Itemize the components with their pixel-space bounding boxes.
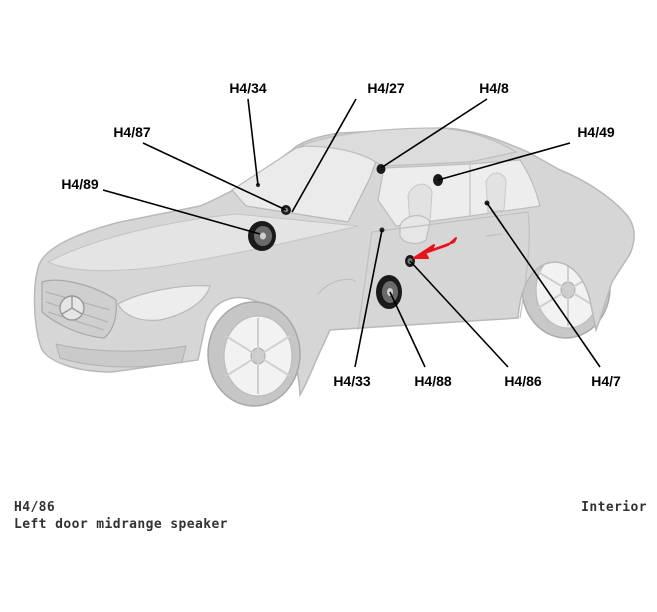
callout-h4-87: H4/87 <box>113 124 151 140</box>
hood <box>46 213 359 271</box>
part-code: H4/86 <box>14 500 56 515</box>
door-lines <box>317 211 530 331</box>
callout-h4-8: H4/8 <box>479 80 509 96</box>
callout-h4-86: H4/86 <box>504 373 542 389</box>
roof <box>299 127 518 167</box>
seats <box>407 172 507 225</box>
leader-h4-8 <box>380 98 488 169</box>
leader-h4-88 <box>389 291 426 368</box>
section-label: Interior <box>581 500 647 515</box>
callout-h4-49: H4/49 <box>577 124 615 140</box>
headlight <box>117 285 211 321</box>
speaker-h4-89-icon <box>248 221 276 251</box>
side-mirror <box>399 215 431 245</box>
callout-h4-34: H4/34 <box>229 80 267 96</box>
speaker-h4-88-icon <box>376 275 402 309</box>
star-emblem-icon <box>59 295 85 321</box>
callout-labels: H4/34 H4/27 H4/8 H4/87 H4/49 H4/89 H4/33… <box>61 80 621 389</box>
leader-lines <box>102 98 601 368</box>
leader-h4-27 <box>291 98 357 213</box>
leader-h4-7 <box>486 202 601 368</box>
speaker-location-diagram: H4/34 H4/27 H4/8 H4/87 H4/49 H4/89 H4/33… <box>33 80 635 407</box>
leader-h4-89 <box>102 189 261 235</box>
part-description: Left door midrange speaker <box>14 517 228 532</box>
leader-h4-33 <box>354 229 383 368</box>
callout-h4-89: H4/89 <box>61 176 99 192</box>
callout-h4-88: H4/88 <box>414 373 452 389</box>
bumper-intake <box>55 343 187 368</box>
leader-h4-87 <box>142 142 287 211</box>
front-wheel <box>207 301 301 407</box>
car-illustration <box>33 127 635 407</box>
leader-h4-86 <box>409 260 509 368</box>
leader-h4-34 <box>247 98 259 186</box>
leader-h4-49 <box>437 142 571 181</box>
callout-h4-27: H4/27 <box>367 80 405 96</box>
callout-h4-33: H4/33 <box>333 373 371 389</box>
highlight-arrow-icon <box>413 237 457 259</box>
callout-h4-7: H4/7 <box>591 373 621 389</box>
